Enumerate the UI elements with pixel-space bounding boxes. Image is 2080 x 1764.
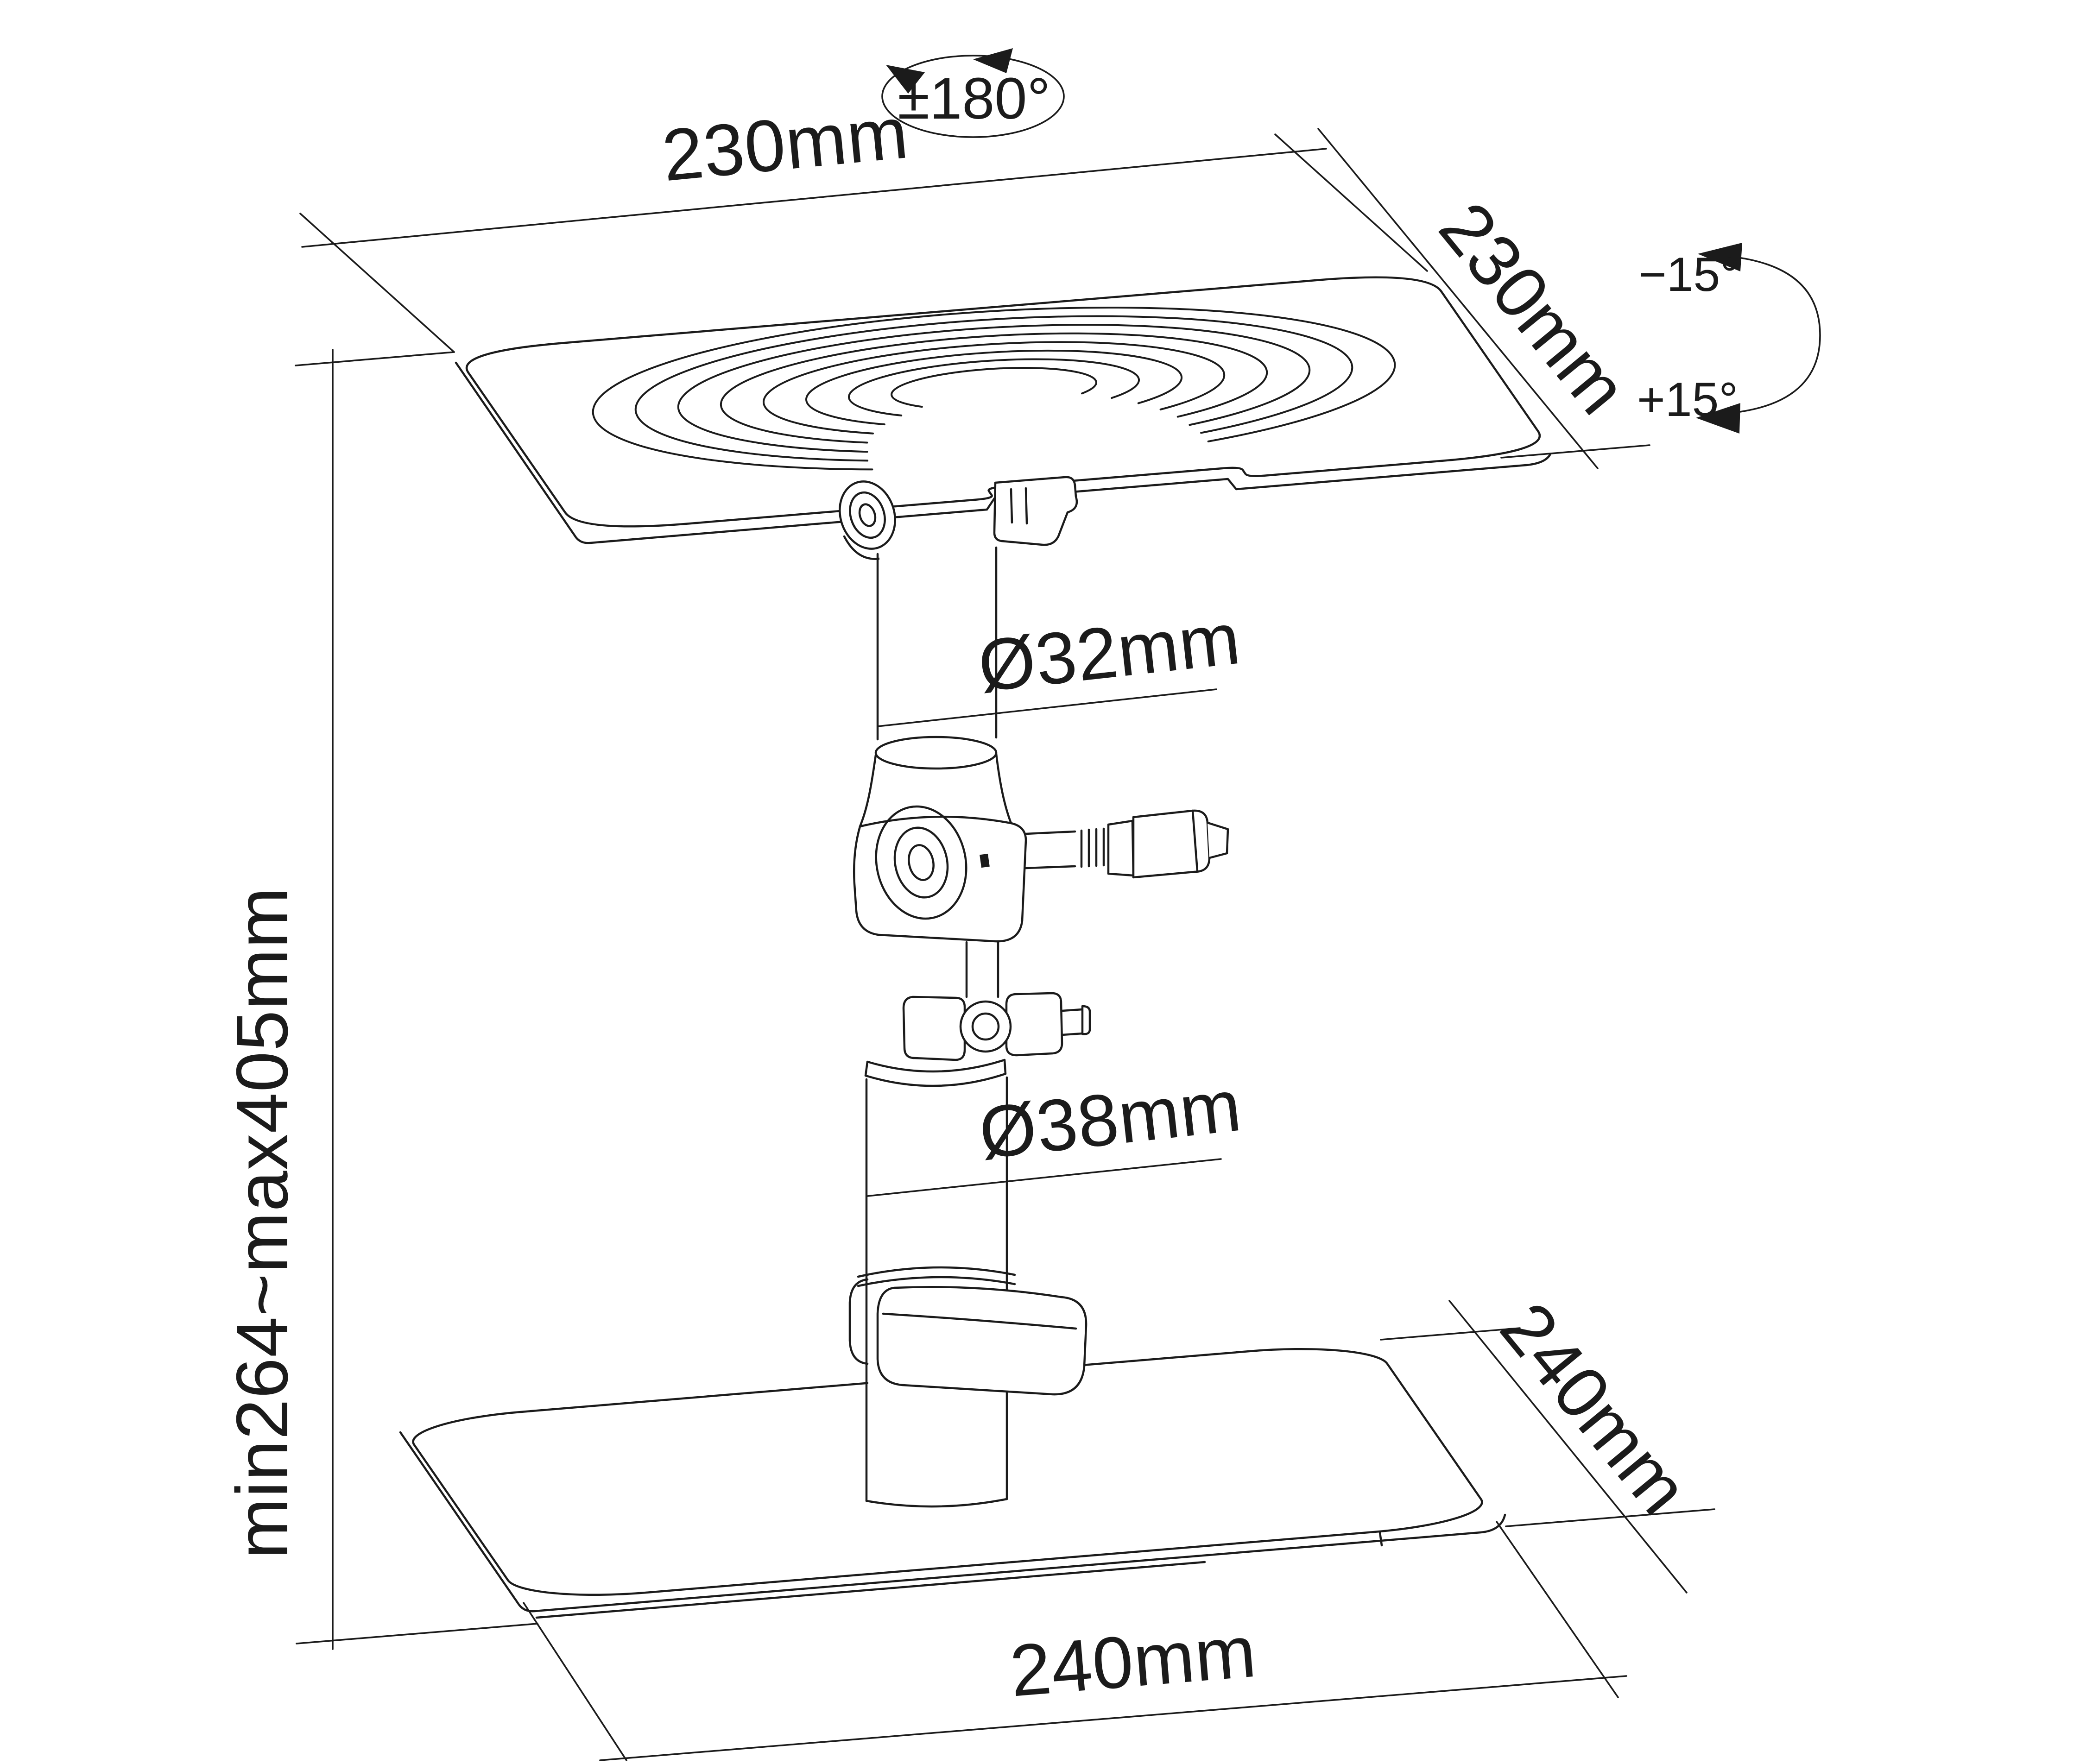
dim-base-width-line <box>599 1675 1627 1761</box>
clamp-screw-dot <box>980 853 990 868</box>
base-seam <box>1378 1531 1383 1547</box>
clamp-bottom-lip <box>864 1058 1007 1087</box>
dim-base-width-ext-right <box>1496 1521 1619 1698</box>
hinge-bracket <box>993 476 1078 546</box>
hinge-pivot-ring <box>849 491 886 539</box>
clamp-boss-mid <box>893 826 949 899</box>
dim-base-depth-line <box>1448 1300 1688 1594</box>
swivel-arrow-left-icon <box>886 65 925 94</box>
anti-slip-rings <box>545 282 1438 489</box>
hinge-bracket-slots <box>1010 487 1028 525</box>
lower-pole-bottom <box>865 1498 1008 1508</box>
dim-top-width-ext-left <box>299 213 455 353</box>
clamp-link-plates <box>965 940 999 998</box>
height-clamp <box>853 736 1229 1087</box>
base-thickness-edge-2 <box>535 1561 1206 1619</box>
cable-clip-flap <box>876 1285 1087 1396</box>
label-base-depth: 240mm <box>1485 1287 1705 1530</box>
tilt-arrow-down-icon <box>1696 403 1740 434</box>
dim-base-depth-ext-bottom <box>1505 1508 1715 1527</box>
clamp-collar <box>874 736 998 770</box>
dim-lower-pole-leader <box>866 1158 1222 1197</box>
clamp-wing-bolt <box>1024 809 1229 879</box>
swivel-ellipse <box>881 55 1065 138</box>
label-height-range: min264~max405mm <box>221 887 303 1559</box>
clamp-boss-hole <box>908 844 935 881</box>
label-tilt-plus: +15° <box>1637 373 1738 427</box>
tilt-hinge <box>839 476 1078 560</box>
label-lower-pole-diameter: Ø38mm <box>975 1065 1245 1174</box>
label-tilt-minus: −15° <box>1638 248 1739 302</box>
dim-top-width-line <box>301 148 1327 248</box>
swivel-arrow-top-icon <box>973 48 1013 73</box>
clamp-flare-right <box>995 752 1012 825</box>
hinge-taper <box>843 535 881 560</box>
dim-base-width-ext-left <box>523 1602 627 1761</box>
swivel-symbol: ±180° <box>881 48 1065 138</box>
cable-clip-ear <box>848 1278 869 1365</box>
cable-clip <box>848 1266 1087 1396</box>
dim-top-depth-ext <box>1500 444 1650 459</box>
dim-height-ext-bottom <box>296 1623 538 1644</box>
dim-height-ext-top <box>295 351 455 366</box>
dim-top-depth-line <box>1317 128 1599 469</box>
top-plate <box>454 271 1552 544</box>
label-base-width: 240mm <box>1007 1611 1259 1712</box>
top-plate-face <box>454 271 1552 533</box>
dim-top-width-ext-right <box>1274 133 1428 272</box>
tilt-symbol: −15° +15° <box>1637 243 1821 434</box>
clamp-body <box>853 815 1027 943</box>
tilt-arc <box>1736 257 1821 413</box>
base-thickness-edge <box>399 1431 1506 1613</box>
dim-base-width: 240mm <box>523 1521 1627 1761</box>
clamp-wing-nut <box>902 992 1091 1061</box>
dim-height: min264~max405mm <box>221 349 538 1650</box>
label-swivel: ±180° <box>898 66 1050 131</box>
clamp-boss-outer <box>875 805 967 920</box>
dim-base-depth-ext-top <box>1380 1327 1521 1341</box>
hinge-pivot-hole <box>858 503 877 527</box>
cable-clip-flap-edge <box>882 1312 1077 1330</box>
label-top-width: 230mm <box>659 92 912 196</box>
cable-clip-band <box>857 1266 1016 1287</box>
dim-upper-pole-leader <box>877 688 1217 727</box>
upper-pole <box>876 546 998 741</box>
clamp-flare-left <box>859 754 877 828</box>
tilt-arrow-up-icon <box>1698 243 1742 271</box>
